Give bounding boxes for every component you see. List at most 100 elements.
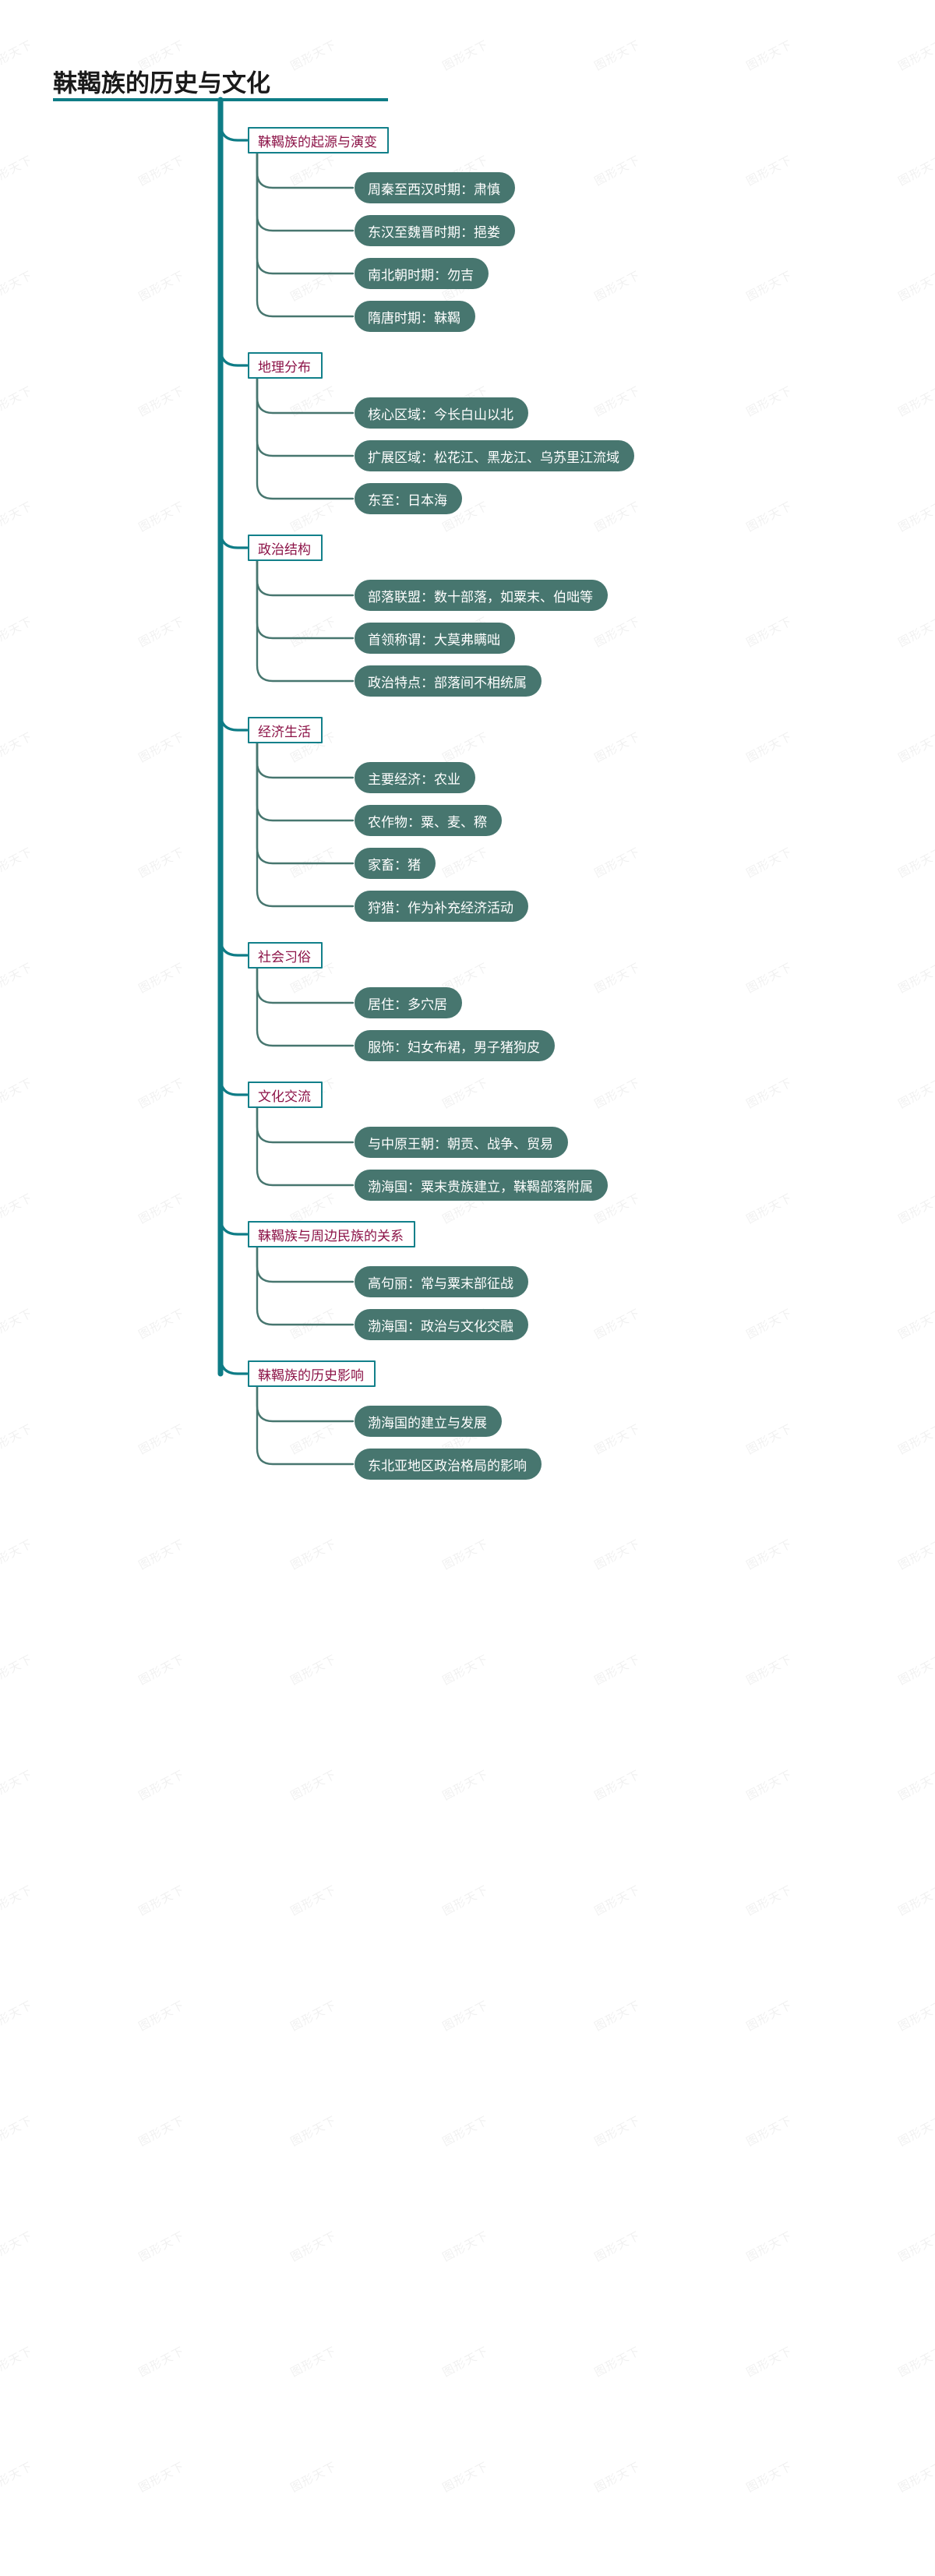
watermark-text: 图形天下: [439, 729, 491, 765]
watermark-text: 图形天下: [895, 844, 935, 880]
leaf-node[interactable]: 东北亚地区政治格局的影响: [355, 1449, 542, 1480]
watermark-text: 图形天下: [439, 2228, 491, 2264]
watermark-text: 图形天下: [136, 498, 187, 535]
watermark-text: 图形天下: [439, 1997, 491, 2034]
watermark-text: 图形天下: [743, 152, 795, 189]
branch-node-level1[interactable]: 经济生活: [248, 717, 323, 743]
branch-node-level1[interactable]: 政治结构: [248, 535, 323, 561]
watermark-text: 图形天下: [895, 152, 935, 189]
watermark-text: 图形天下: [591, 152, 643, 189]
watermark-text: 图形天下: [895, 1536, 935, 1572]
watermark-text: 图形天下: [591, 2343, 643, 2380]
branch-node-level1[interactable]: 靺鞨族与周边民族的关系: [248, 1221, 415, 1247]
watermark-text: 图形天下: [591, 2458, 643, 2495]
connector-line: [219, 140, 249, 367]
leaf-node[interactable]: 家畜：猪: [355, 848, 436, 879]
watermark-text: 图形天下: [439, 2112, 491, 2149]
leaf-node[interactable]: 周秦至西汉时期：肃慎: [355, 172, 515, 203]
watermark-text: 图形天下: [136, 1766, 187, 1803]
connector-line: [256, 1385, 355, 1466]
watermark-text: 图形天下: [743, 613, 795, 650]
watermark-text: 图形天下: [439, 37, 491, 73]
leaf-node[interactable]: 渤海国：政治与文化交融: [355, 1309, 528, 1340]
watermark-text: 图形天下: [288, 2228, 339, 2264]
branch-node-level1[interactable]: 靺鞨族的起源与演变: [248, 127, 389, 154]
watermark-text: 图形天下: [743, 37, 795, 73]
watermark-text: 图形天下: [743, 1075, 795, 1111]
connector-line: [256, 559, 355, 640]
watermark-text: 图形天下: [591, 1536, 643, 1572]
connector-line: [256, 377, 355, 500]
watermark-text: 图形天下: [288, 37, 339, 73]
connector-line: [219, 365, 249, 549]
connector-line: [256, 1246, 355, 1283]
watermark-text: 图形天下: [0, 1420, 35, 1457]
leaf-node[interactable]: 居住：多穴居: [355, 987, 462, 1018]
connector-line: [256, 152, 355, 232]
branch-node-level1[interactable]: 社会习俗: [248, 942, 323, 969]
watermark-text: 图形天下: [439, 1766, 491, 1803]
leaf-node[interactable]: 东至：日本海: [355, 483, 462, 514]
watermark-text: 图形天下: [895, 2458, 935, 2495]
watermark-text: 图形天下: [136, 2228, 187, 2264]
watermark-text: 图形天下: [895, 1766, 935, 1803]
watermark-text: 图形天下: [288, 844, 339, 880]
watermark-text: 图形天下: [439, 1651, 491, 1688]
watermark-text: 图形天下: [895, 2112, 935, 2149]
watermark-text: 图形天下: [895, 498, 935, 535]
leaf-node[interactable]: 高句丽：常与粟末部征战: [355, 1266, 528, 1297]
watermark-text: 图形天下: [0, 2458, 35, 2495]
leaf-node[interactable]: 核心区域：今长白山以北: [355, 397, 528, 429]
watermark-text: 图形天下: [0, 37, 35, 73]
watermark-text: 图形天下: [591, 613, 643, 650]
leaf-node[interactable]: 部落联盟：数十部落，如粟末、伯咄等: [355, 580, 608, 611]
leaf-node[interactable]: 东汉至魏晋时期：挹娄: [355, 215, 515, 246]
leaf-node[interactable]: 渤海国的建立与发展: [355, 1406, 502, 1437]
watermark-text: 图形天下: [439, 2458, 491, 2495]
connector-line: [256, 967, 355, 1004]
watermark-text: 图形天下: [743, 729, 795, 765]
leaf-node[interactable]: 扩展区域：松花江、黑龙江、乌苏里江流域: [355, 440, 634, 471]
watermark-text: 图形天下: [136, 1997, 187, 2034]
leaf-node[interactable]: 与中原王朝：朝贡、战争、贸易: [355, 1127, 568, 1158]
leaf-node[interactable]: 主要经济：农业: [355, 762, 475, 793]
watermark-text: 图形天下: [0, 1766, 35, 1803]
leaf-node[interactable]: 首领称谓：大莫弗瞒咄: [355, 623, 515, 654]
watermark-text: 图形天下: [0, 959, 35, 996]
leaf-node[interactable]: 狩猎：作为补充经济活动: [355, 891, 528, 922]
watermark-text: 图形天下: [591, 267, 643, 304]
watermark-text: 图形天下: [439, 1882, 491, 1918]
watermark-text: 图形天下: [743, 1651, 795, 1688]
watermark-text: 图形天下: [895, 1075, 935, 1111]
watermark-text: 图形天下: [743, 1766, 795, 1803]
leaf-node[interactable]: 渤海国：粟末贵族建立，靺鞨部落附属: [355, 1170, 608, 1201]
branch-node-level1[interactable]: 靺鞨族的历史影响: [248, 1360, 376, 1387]
branch-node-level1[interactable]: 地理分布: [248, 352, 323, 379]
watermark-text: 图形天下: [743, 2458, 795, 2495]
watermark-text: 图形天下: [591, 2228, 643, 2264]
watermark-text: 图形天下: [591, 844, 643, 880]
watermark-text: 图形天下: [0, 613, 35, 650]
watermark-text: 图形天下: [743, 2112, 795, 2149]
leaf-node[interactable]: 服饰：妇女布裙，男子猪狗皮: [355, 1030, 555, 1061]
leaf-node[interactable]: 南北朝时期：勿吉: [355, 258, 489, 289]
page-title: 靺鞨族的历史与文化: [53, 70, 270, 98]
watermark-text: 图形天下: [0, 1305, 35, 1342]
watermark-text: 图形天下: [895, 2228, 935, 2264]
connector-line: [256, 1106, 355, 1187]
watermark-text: 图形天下: [288, 2112, 339, 2149]
connector-line: [219, 1095, 249, 1236]
watermark-text: 图形天下: [0, 2112, 35, 2149]
connector-line: [219, 548, 249, 732]
watermark-text: 图形天下: [743, 1997, 795, 2034]
watermark-text: 图形天下: [288, 1420, 339, 1457]
connector-line: [256, 742, 355, 822]
watermark-text: 图形天下: [743, 1420, 795, 1457]
watermark-text: 图形天下: [136, 2112, 187, 2149]
leaf-node[interactable]: 政治特点：部落间不相统属: [355, 665, 542, 697]
watermark-text: 图形天下: [136, 2343, 187, 2380]
leaf-node[interactable]: 隋唐时期：靺鞨: [355, 301, 475, 332]
branch-node-level1[interactable]: 文化交流: [248, 1082, 323, 1108]
leaf-node[interactable]: 农作物：粟、麦、穄: [355, 805, 502, 836]
